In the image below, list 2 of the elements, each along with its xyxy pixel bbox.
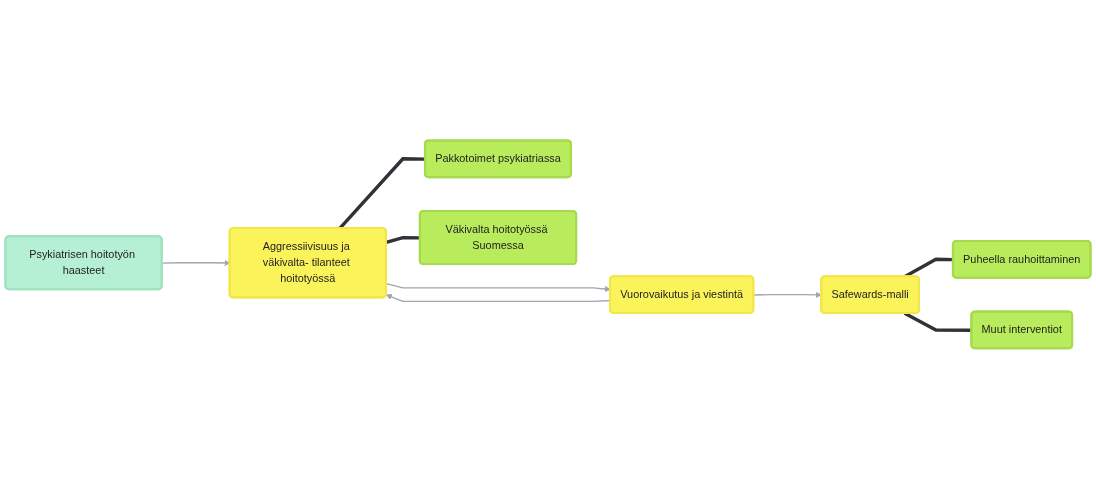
- arrow: [753, 292, 822, 298]
- arrow: [385, 283, 611, 293]
